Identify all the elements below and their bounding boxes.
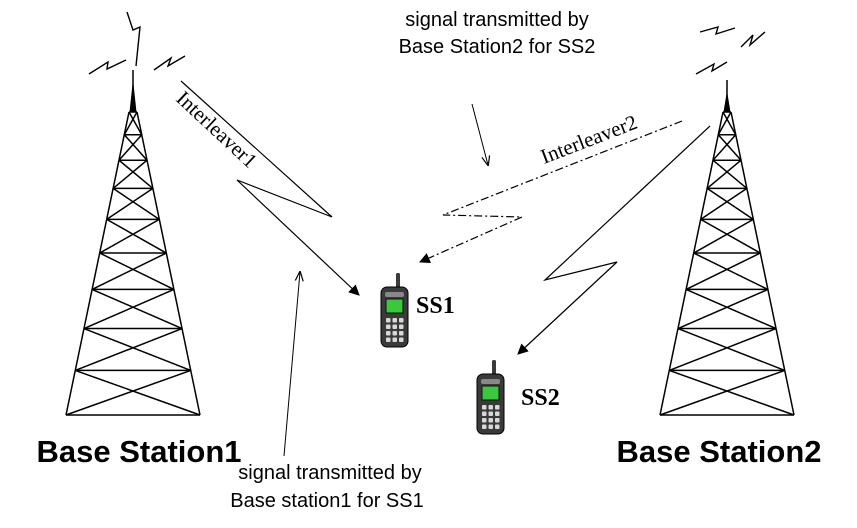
tower2-left-leg [659, 111, 724, 416]
tower2-signal-bolt-lower-icon [695, 61, 728, 75]
tower2-brace [717, 111, 732, 136]
ss2-label: SS2 [521, 385, 560, 411]
interleaver1-signal-link [180, 80, 360, 296]
ss1-phone-key [386, 331, 391, 336]
bs1-annotation-line1: signal transmitted by [238, 462, 421, 484]
bs1-annotation-line2: Base station1 for SS1 [230, 490, 423, 512]
ss2-phone-key [495, 418, 500, 423]
ss1-phone-key [386, 337, 391, 342]
ss1-phone-icon [380, 273, 409, 348]
tower2-brace [685, 288, 777, 330]
tower2-brace [706, 159, 742, 190]
tower2-brace [677, 327, 786, 372]
tower2-mast-tip [723, 93, 731, 113]
base-station-2-tower [659, 25, 795, 416]
ss2-phone-key [488, 424, 493, 429]
bs2-annotation-pointer [471, 103, 488, 165]
tower2-brace [693, 218, 754, 254]
ss2-phone-key [488, 411, 493, 416]
ss1-phone-key [399, 337, 404, 342]
ss1-phone-key [392, 337, 397, 342]
tower2-signal-bolt-right-icon [740, 31, 766, 48]
tower1-brace [128, 111, 143, 136]
bs2-annotation-line1: signal transmitted by [405, 9, 588, 31]
tower2-brace [677, 288, 769, 330]
tower1-brace [106, 218, 167, 254]
base-station-1-tower [65, 11, 201, 416]
tower2-brace [693, 252, 769, 291]
ss1-phone-key [399, 324, 404, 329]
tower1-brace [112, 187, 160, 220]
interleaver2-signal-link [419, 120, 683, 264]
ss2-phone-icon [476, 360, 505, 435]
ss1-phone-key [399, 318, 404, 323]
ss1-phone-key [399, 331, 404, 336]
tower2-brace [717, 134, 742, 161]
tower1-brace [118, 134, 143, 161]
tower1-brace [91, 288, 183, 330]
tower2-brace [668, 327, 777, 372]
base-station-1-label: Base Station1 [36, 434, 241, 469]
ss2-phone-screen [481, 385, 500, 401]
tower2-brace [706, 187, 754, 220]
bs1-annotation-pointer [283, 272, 300, 457]
ss1-phone-key [392, 318, 397, 323]
ss1-phone-key [392, 331, 397, 336]
tower1-signal-bolt-left-icon [88, 59, 127, 75]
ss2-phone-antenna [492, 360, 496, 376]
tower1-brace [91, 252, 167, 291]
tower1-brace [99, 218, 160, 254]
tower2-brace [685, 252, 761, 291]
tower2-right-leg [730, 111, 795, 416]
tower2-brace [659, 369, 785, 416]
tower1-brace [112, 159, 148, 190]
ss2-phone-key [488, 418, 493, 423]
tower1-brace [65, 369, 191, 416]
tower2-brace [712, 134, 737, 161]
ss1-phone-screen [385, 298, 404, 314]
tower1-brace [106, 187, 154, 220]
tower1-brace [99, 252, 175, 291]
interleaver1-label: Interleaver1 [172, 86, 263, 173]
tower2-brace [700, 218, 761, 254]
ss1-phone-key [386, 318, 391, 323]
ss2-phone-key [482, 405, 487, 410]
tower1-mast-tip [129, 83, 137, 113]
tower1-left-leg [65, 111, 130, 416]
tower2-brace [700, 187, 748, 220]
base-station-2-label: Base Station2 [616, 434, 821, 469]
ss2-phone-key [488, 405, 493, 410]
tower1-brace [74, 327, 183, 372]
tower2-brace [669, 369, 795, 416]
tower1-signal-bolt-icon [126, 11, 141, 67]
tower1-brace [75, 369, 201, 416]
ss2-phone-key [482, 424, 487, 429]
ss2-phone-key [482, 418, 487, 423]
ss1-phone-antenna [396, 273, 400, 289]
ss1-phone-key [392, 324, 397, 329]
ss2-phone-key [495, 411, 500, 416]
ss1-label: SS1 [416, 293, 455, 319]
tower1-brace [83, 288, 175, 330]
tower1-signal-bolt-right-icon [153, 55, 186, 71]
ss2-phone-key [482, 411, 487, 416]
ss2-phone-earpiece [481, 379, 500, 384]
tower1-brace [123, 134, 148, 161]
tower1-brace [83, 327, 192, 372]
tower1-brace [123, 111, 138, 136]
bs2-to-ss2-signal-link [517, 125, 711, 355]
tower2-brace [712, 159, 748, 190]
bs2-annotation-line2: Base Station2 for SS2 [399, 36, 596, 58]
ss1-phone-earpiece [385, 292, 404, 297]
ss2-phone-key [495, 424, 500, 429]
tower2-signal-bolt-left-icon [699, 25, 736, 36]
tower1-brace [118, 159, 154, 190]
ss1-phone-key [386, 324, 391, 329]
tower2-brace [722, 111, 737, 136]
tower1-right-leg [136, 111, 201, 416]
ss2-phone-key [495, 405, 500, 410]
interleaver2-label: Interleaver2 [537, 110, 640, 169]
